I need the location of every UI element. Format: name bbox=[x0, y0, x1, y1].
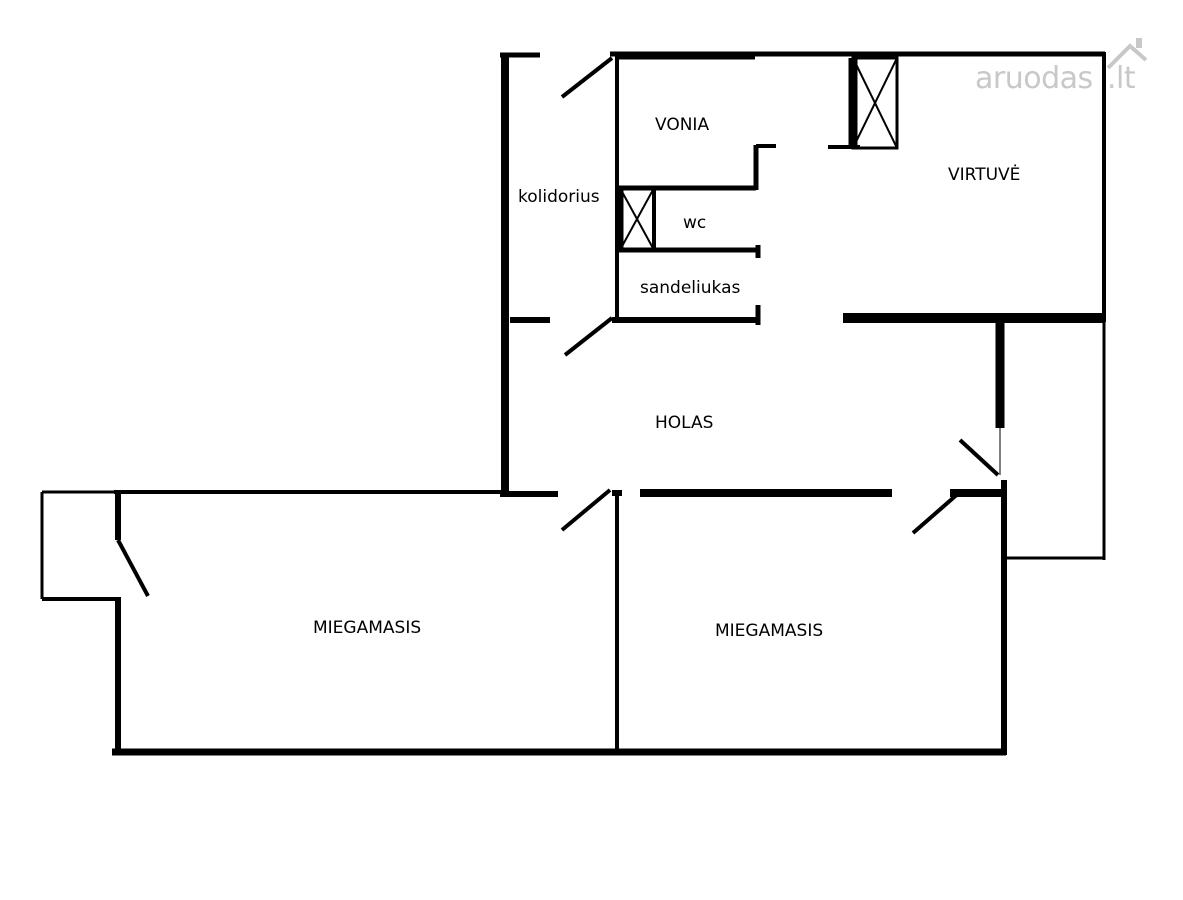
door-kolidorius-hall bbox=[563, 316, 614, 357]
walls bbox=[40, 51, 1106, 756]
house-icon bbox=[1106, 38, 1148, 70]
label-miegamasis-right: MIEGAMASIS bbox=[715, 621, 823, 641]
room-labels: VONIA VIRTUVĖ kolidorius wc sandeliukas … bbox=[313, 115, 1020, 641]
door-bedroom-right bbox=[911, 490, 962, 535]
ventilation-shaft-wc bbox=[616, 186, 656, 252]
label-sandeliukas: sandeliukas bbox=[640, 278, 740, 298]
label-vonia: VONIA bbox=[655, 115, 709, 135]
ventilation-shaft-kitchen bbox=[848, 56, 899, 150]
label-miegamasis-left: MIEGAMASIS bbox=[313, 618, 421, 638]
aruodas-watermark: aruodas .lt bbox=[975, 38, 1148, 96]
door-bedroom-left bbox=[560, 488, 612, 532]
door-annex bbox=[958, 438, 1000, 477]
label-wc: wc bbox=[683, 213, 706, 233]
watermark-brand: aruodas bbox=[975, 61, 1093, 96]
doors bbox=[116, 56, 1000, 597]
label-holas: HOLAS bbox=[655, 413, 713, 433]
label-virtuve: VIRTUVĖ bbox=[948, 164, 1020, 185]
door-balcony bbox=[116, 539, 150, 597]
door-entrance bbox=[560, 56, 614, 99]
label-kolidorius: kolidorius bbox=[518, 187, 600, 207]
